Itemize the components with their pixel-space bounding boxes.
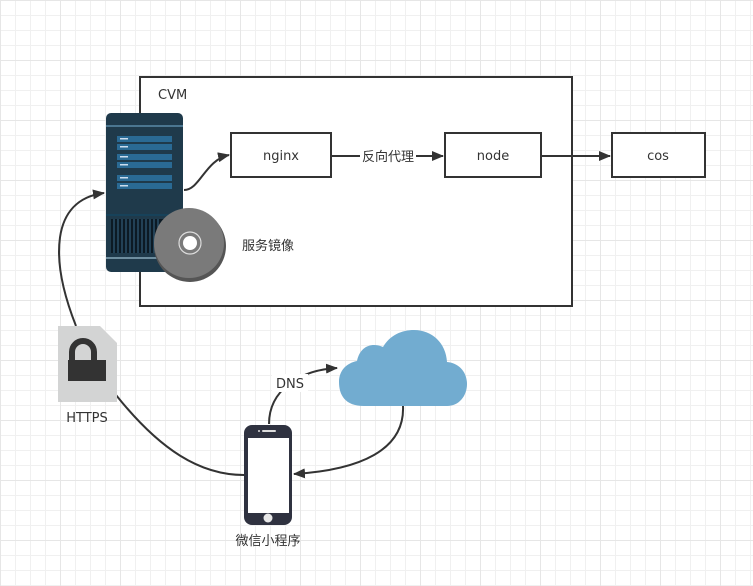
edge-label-reverse-proxy: 反向代理 xyxy=(362,149,414,165)
node-cos-label: cos xyxy=(647,149,669,164)
https-lock-icon[interactable] xyxy=(58,326,117,402)
edge-https-to-server xyxy=(58,189,105,327)
node-cos[interactable]: cos xyxy=(611,132,706,178)
edge-label-dns: DNS xyxy=(276,377,304,392)
cvm-label: CVM xyxy=(158,88,187,103)
phone-icon[interactable] xyxy=(244,425,292,525)
edge-server-to-nginx xyxy=(183,152,230,191)
cloud-icon[interactable] xyxy=(339,330,467,406)
node-nginx[interactable]: nginx xyxy=(230,132,332,178)
edge-cloud-to-phone xyxy=(293,405,405,479)
disk-image-label: 服务镜像 xyxy=(242,238,294,254)
https-label: HTTPS xyxy=(66,411,108,426)
phone-label: 微信小程序 xyxy=(235,534,300,549)
node-node[interactable]: node xyxy=(444,132,542,178)
node-nginx-label: nginx xyxy=(263,149,299,164)
edge-phone-to-https xyxy=(115,394,245,476)
disk-image-icon[interactable] xyxy=(154,208,226,282)
node-node-label: node xyxy=(477,149,509,164)
